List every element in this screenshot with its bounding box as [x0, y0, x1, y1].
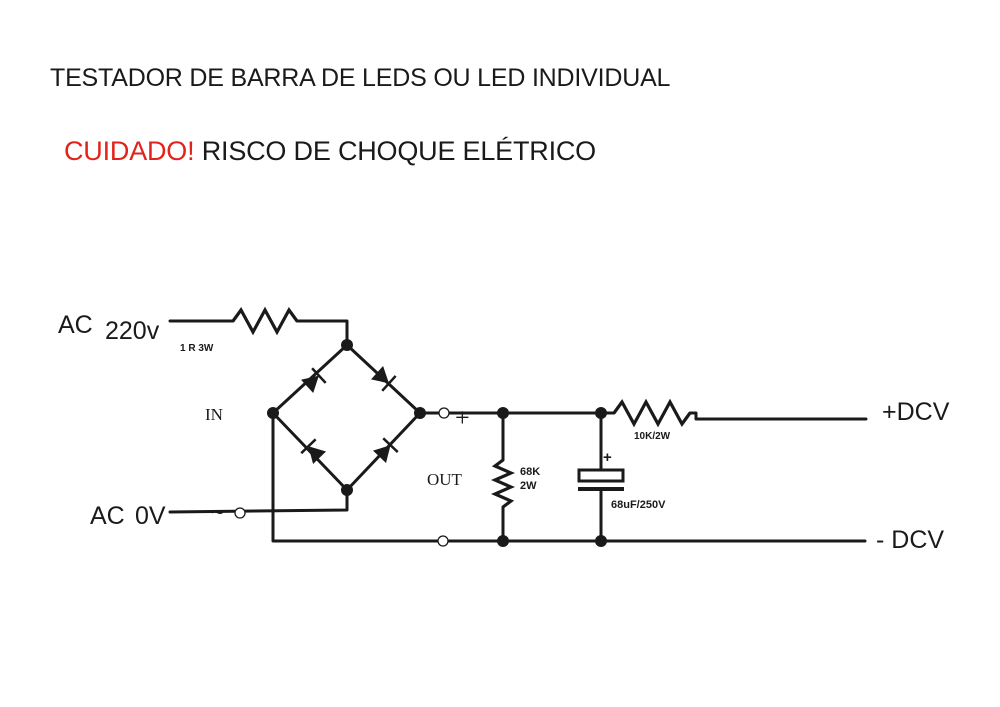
page-title: TESTADOR DE BARRA DE LEDS OU LED INDIVID…	[50, 64, 671, 92]
out-label: OUT	[427, 470, 463, 489]
positive-rail	[418, 398, 868, 428]
capacitor	[577, 411, 625, 543]
bridge-rectifier	[267, 339, 426, 496]
output-positive-label: +DCV	[882, 398, 950, 426]
diode-bottom-right	[372, 437, 399, 463]
ac-line-voltage: 220v	[105, 317, 160, 345]
diode-bottom-left	[300, 438, 327, 465]
ac-line-wire	[168, 306, 349, 347]
neutral-terminal	[234, 507, 246, 519]
ac-neutral-prefix: AC	[90, 502, 125, 530]
capacitor-label: 68uF/250V	[611, 499, 666, 511]
bleeder-value-label: 68K	[520, 466, 540, 478]
plus-symbol: +	[455, 403, 470, 432]
neutral-symbol: ~	[211, 500, 224, 525]
in-label: IN	[205, 405, 223, 424]
series-resistor-label: 1 R 3W	[180, 343, 214, 354]
output-resistor	[612, 398, 692, 428]
diode-top-right	[371, 365, 397, 392]
ac-neutral-wire	[168, 488, 349, 519]
warning-message: RISCO DE CHOQUE ELÉTRICO	[194, 136, 596, 166]
ac-neutral-voltage: 0V	[135, 502, 166, 530]
warning-alert: CUIDADO!	[64, 136, 195, 166]
bleeder-power-label: 2W	[520, 480, 537, 492]
series-resistor	[231, 306, 299, 336]
negative-terminal	[437, 535, 449, 547]
bridge-node-top	[341, 339, 353, 351]
capacitor-polarity: +	[603, 449, 612, 466]
output-resistor-label: 10K/2W	[634, 431, 671, 442]
output-negative-label: - DCV	[876, 526, 944, 554]
bleeder-resistor	[491, 411, 515, 543]
positive-terminal	[438, 407, 450, 419]
negative-rail	[271, 411, 867, 547]
ac-line-prefix: AC	[58, 311, 93, 339]
diode-top-left	[301, 367, 327, 394]
warning-text: CUIDADO! RISCO DE CHOQUE ELÉTRICO	[64, 136, 596, 167]
